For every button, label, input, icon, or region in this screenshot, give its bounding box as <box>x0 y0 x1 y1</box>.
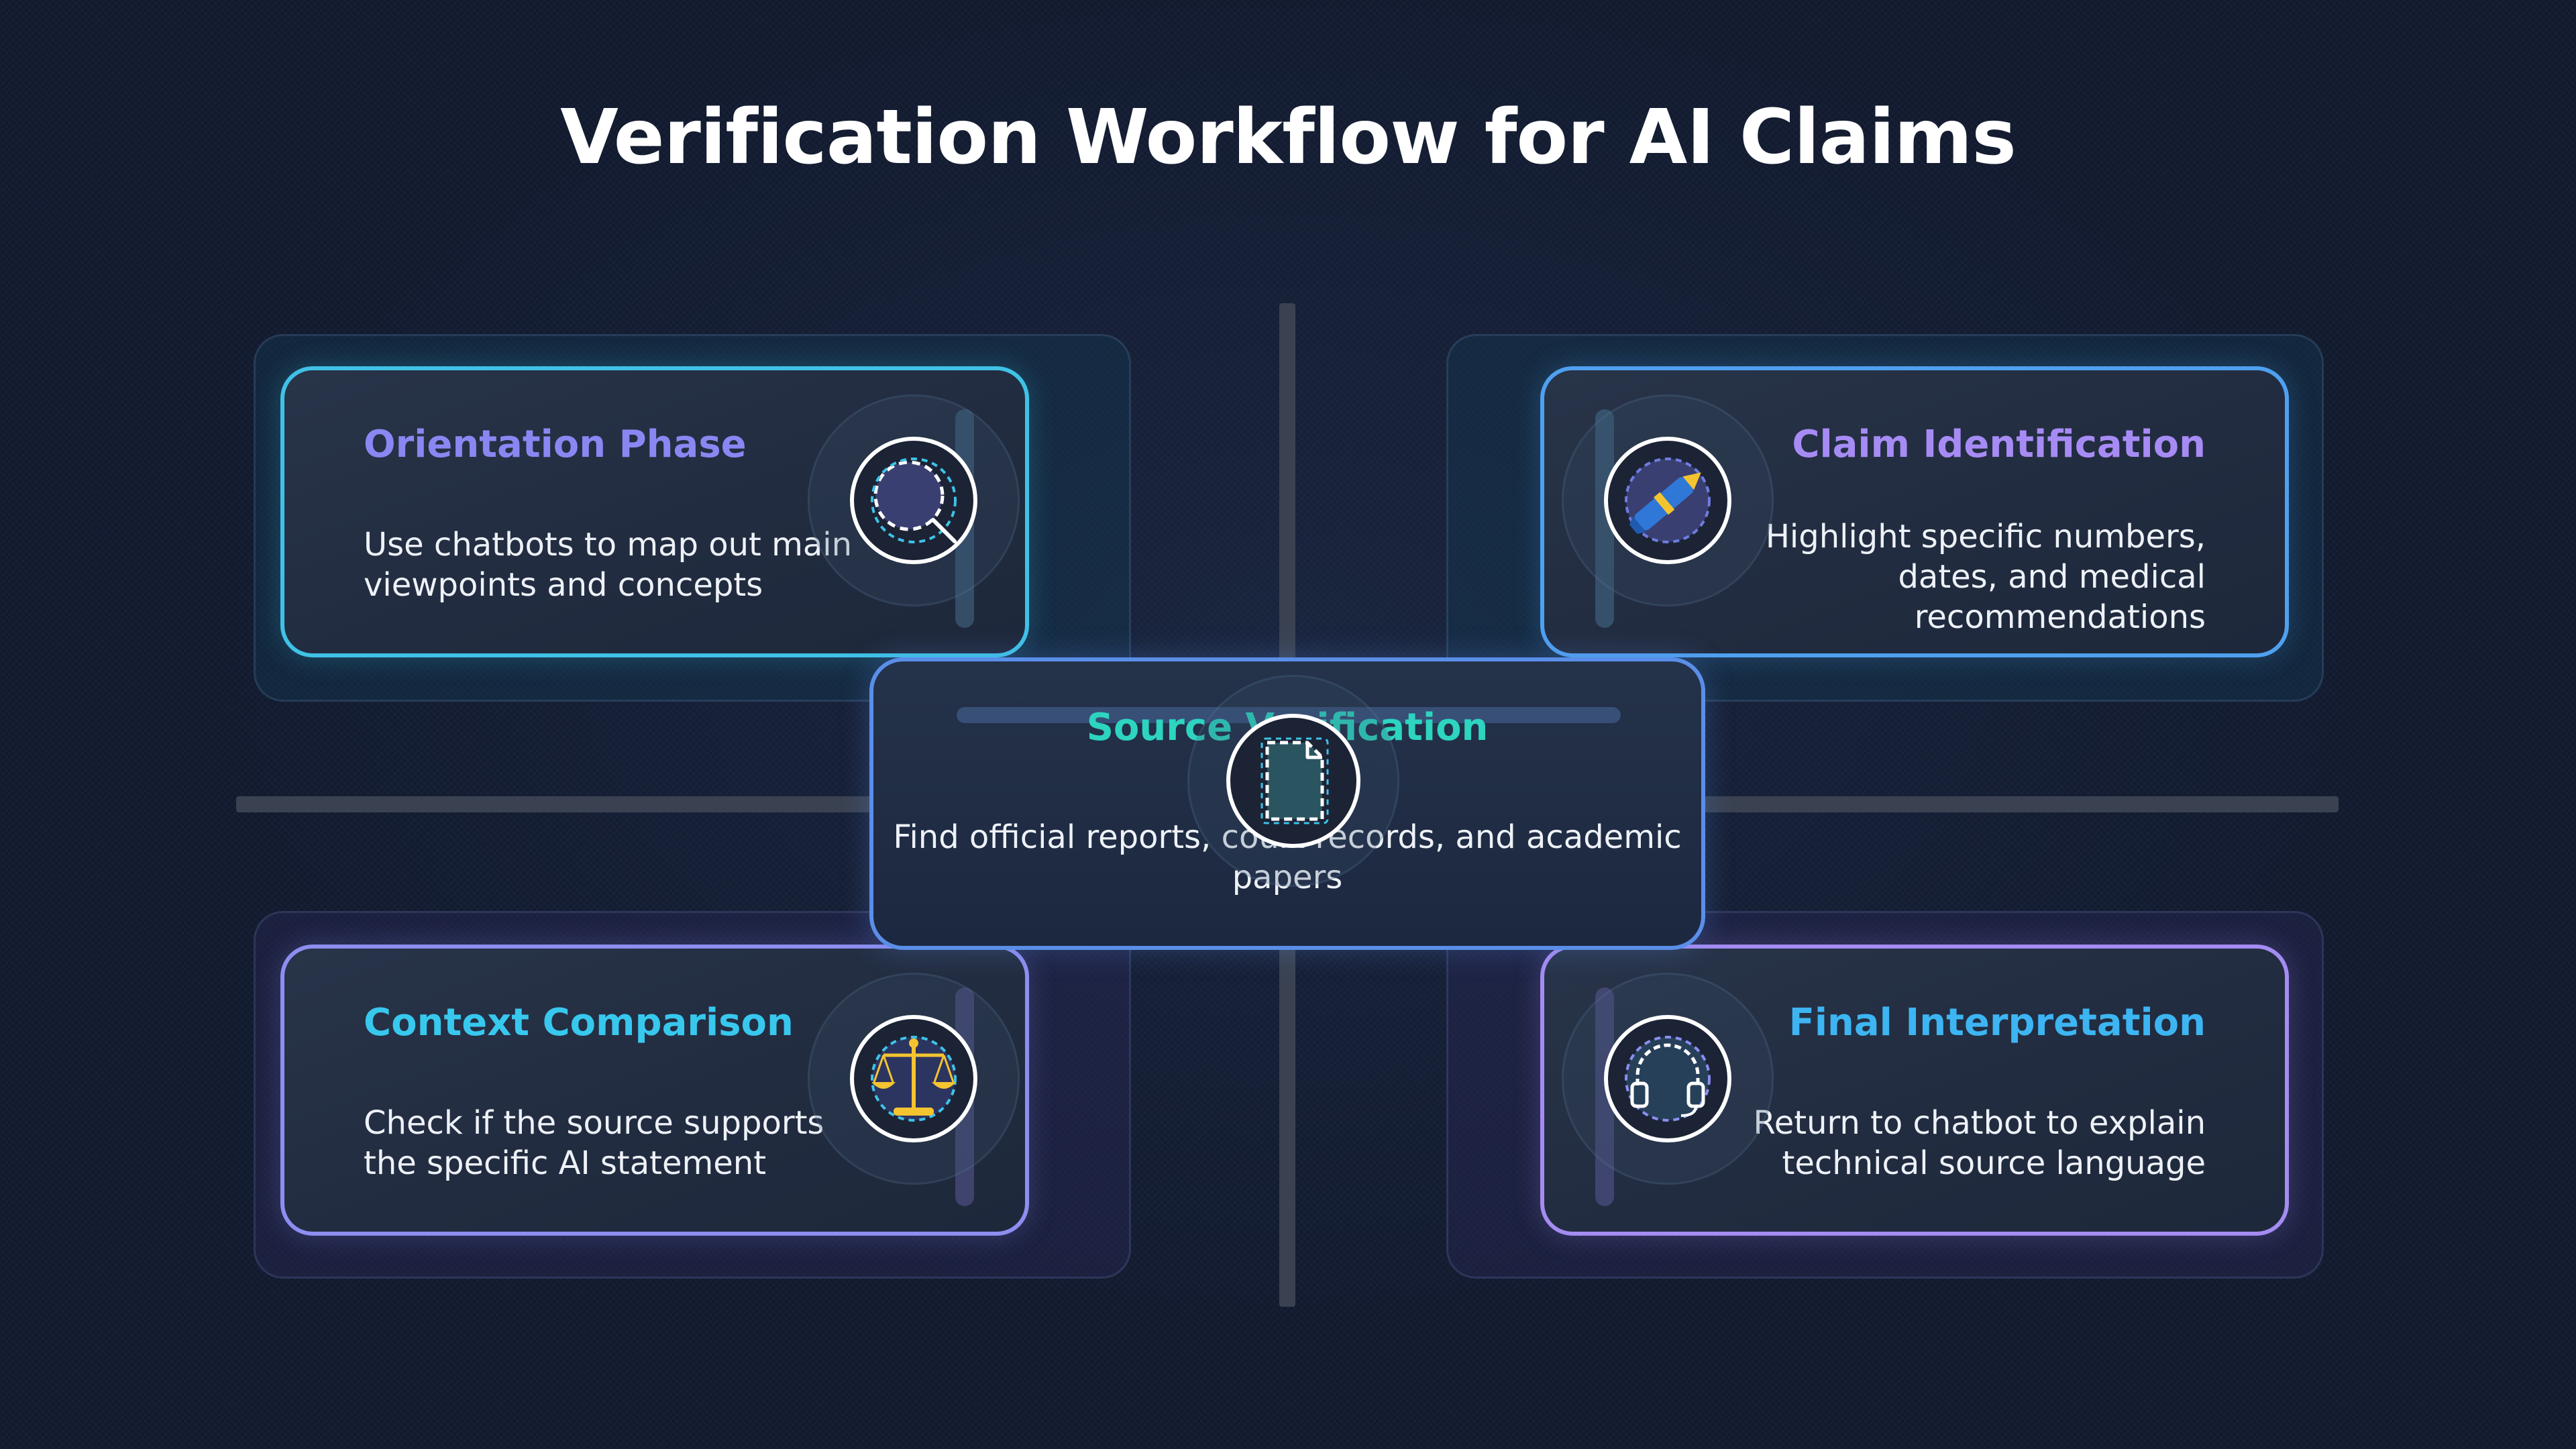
icon-halo <box>1562 394 1774 606</box>
context-comparison-desc: Check if the source supports the specifi… <box>364 1104 824 1182</box>
icon-halo <box>808 394 1020 606</box>
claim-identification-card[interactable]: Claim Identification Highlight specific … <box>1540 366 2289 657</box>
orientation-phase-card[interactable]: Orientation Phase Use chatbots to map ou… <box>280 366 1029 657</box>
icon-halo <box>808 973 1020 1185</box>
context-comparison-card[interactable]: Context Comparison Check if the source s… <box>280 945 1029 1236</box>
claim-identification-title: Claim Identification <box>1792 423 2206 466</box>
highlighter-icon <box>1625 458 1711 543</box>
icon-halo <box>1562 973 1774 1185</box>
icon-halo <box>1187 675 1399 887</box>
orientation-phase-title: Orientation Phase <box>364 423 747 466</box>
final-interpretation-desc: Return to chatbot to explain technical s… <box>1753 1104 2206 1182</box>
magnifier-icon <box>871 458 957 543</box>
claim-identification-desc: Highlight specific numbers, dates, and m… <box>1765 518 2206 636</box>
final-interpretation-title: Final Interpretation <box>1788 1001 2206 1044</box>
document-icon <box>1260 737 1329 824</box>
scales-icon <box>871 1036 957 1122</box>
page-title: Verification Workflow for AI Claims <box>560 94 2017 181</box>
source-verification-card[interactable]: Source Verification Find official report… <box>869 657 1705 950</box>
final-interpretation-card[interactable]: Final Interpretation Return to chatbot t… <box>1540 945 2289 1236</box>
context-comparison-title: Context Comparison <box>364 1001 794 1044</box>
headset-icon <box>1625 1036 1711 1122</box>
orientation-phase-desc: Use chatbots to map out main viewpoints … <box>364 526 853 604</box>
